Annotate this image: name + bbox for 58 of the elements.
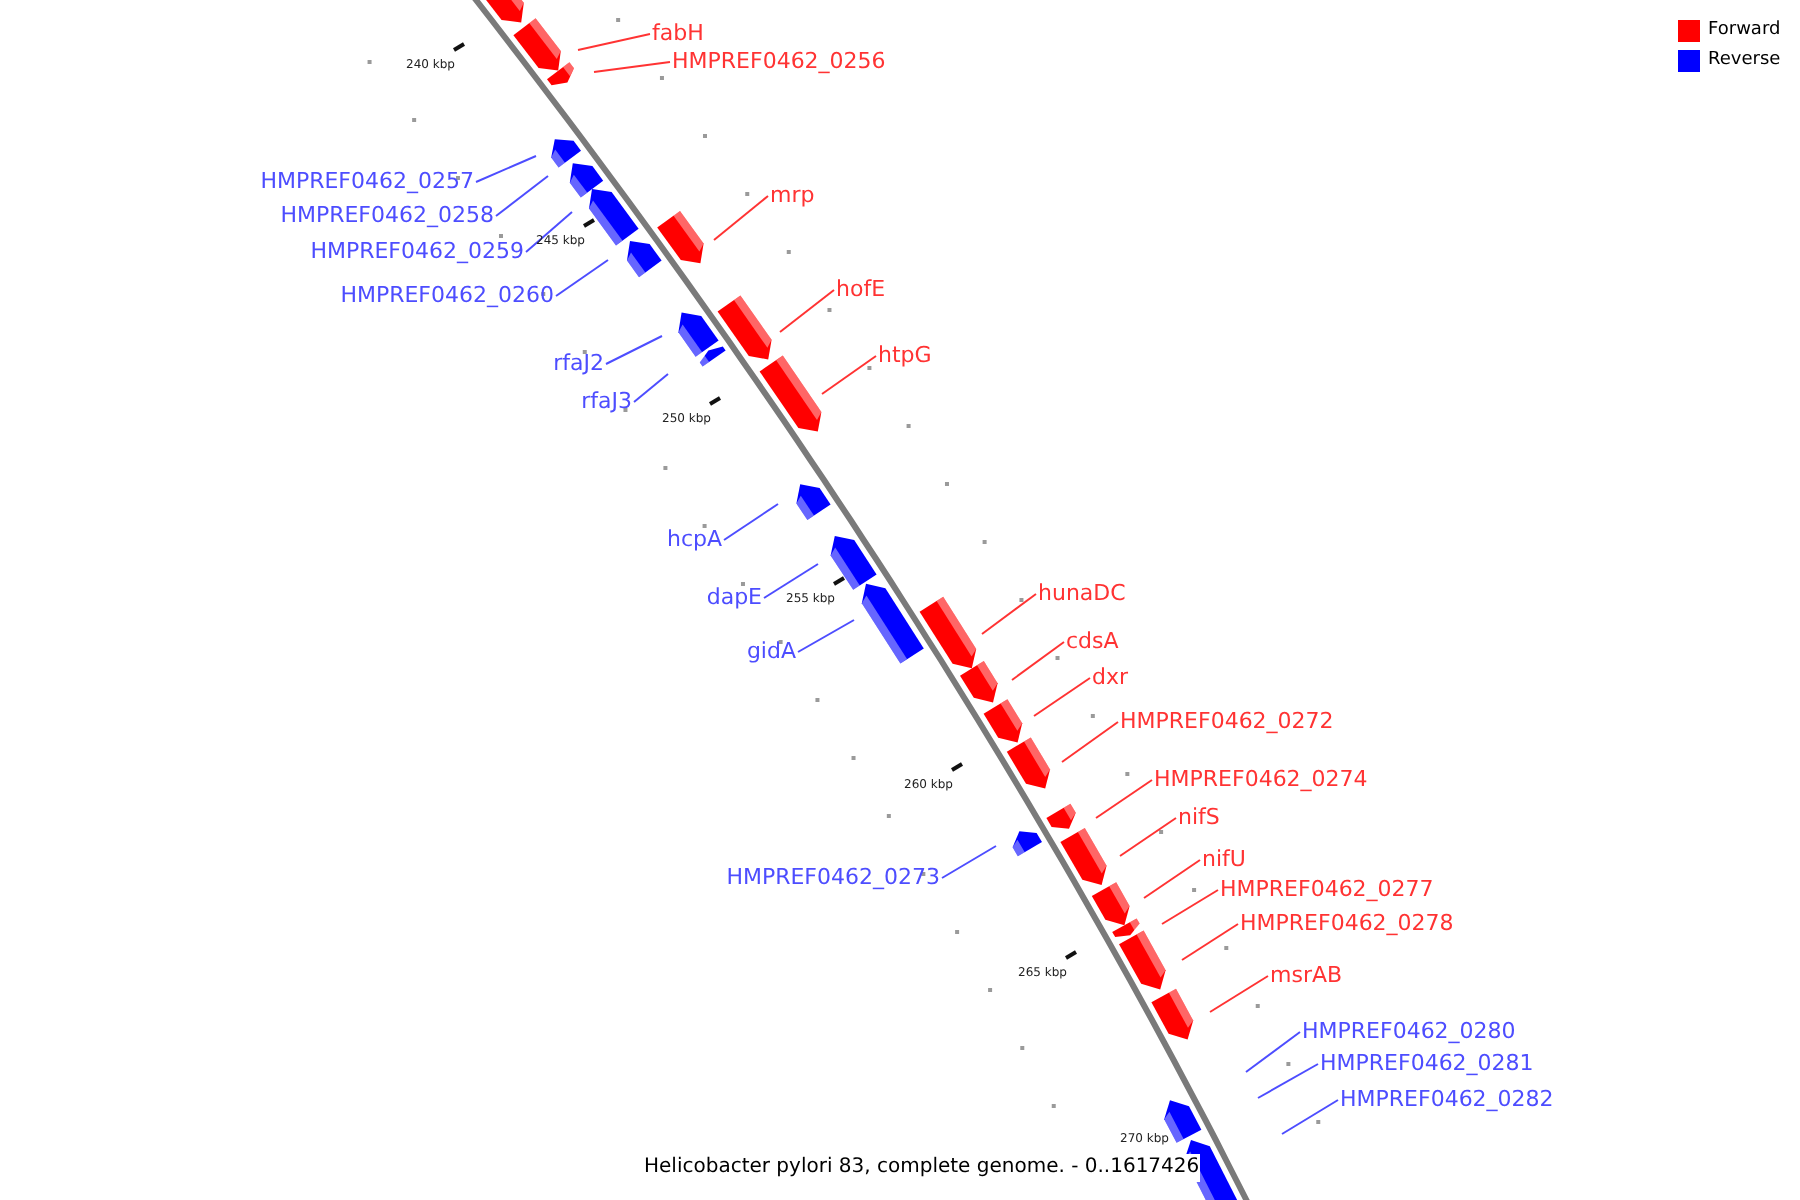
gene-label: nifU bbox=[1202, 844, 1246, 876]
gene-label: HMPREF0462_0282 bbox=[1340, 1084, 1554, 1116]
leader-line bbox=[1257, 1063, 1319, 1099]
leader-line bbox=[763, 563, 819, 599]
gene-label: HMPREF0462_0281 bbox=[1320, 1048, 1534, 1080]
gene-label: hunaDC bbox=[1038, 578, 1126, 610]
gene-label: HMPREF0462_0274 bbox=[1154, 764, 1368, 796]
gene-label: hcpA bbox=[666, 524, 722, 556]
leader-line bbox=[475, 155, 537, 183]
gene-label: htpG bbox=[878, 340, 932, 372]
gene-label: rfaJ2 bbox=[553, 348, 604, 380]
gene-label: HMPREF0462_0272 bbox=[1120, 706, 1334, 738]
gene-label: HMPREF0462_0260 bbox=[340, 280, 554, 312]
gene-label: HMPREF0462_0278 bbox=[1240, 908, 1454, 940]
leader-line bbox=[1209, 975, 1269, 1013]
leader-line bbox=[713, 195, 769, 241]
gene-label: HMPREF0462_0258 bbox=[280, 200, 494, 232]
leader-line bbox=[1181, 923, 1239, 961]
gene-label: HMPREF0462_0259 bbox=[310, 236, 524, 268]
gene-label: msrAB bbox=[1270, 960, 1343, 992]
leader-line bbox=[555, 259, 609, 297]
leader-line bbox=[981, 593, 1037, 635]
gene-label: HMPREF0462_0256 bbox=[672, 46, 886, 78]
legend-text: Forward bbox=[1708, 18, 1781, 42]
gene-label: cdsA bbox=[1066, 626, 1119, 658]
gene-label: HMPREF0462_0280 bbox=[1302, 1016, 1516, 1048]
legend-text: Reverse bbox=[1708, 48, 1781, 72]
leader-line bbox=[1161, 889, 1219, 925]
leader-line bbox=[1095, 779, 1153, 819]
leader-line bbox=[495, 175, 549, 217]
leader-line bbox=[1119, 817, 1177, 857]
gene-label: gidA bbox=[746, 636, 796, 668]
leader-line bbox=[1245, 1031, 1301, 1073]
leader-line bbox=[1281, 1099, 1339, 1135]
gene-label: fabH bbox=[652, 18, 704, 50]
gene-label: HMPREF0462_0257 bbox=[260, 166, 474, 198]
gene-label: hofE bbox=[836, 274, 886, 306]
gene-label: mrp bbox=[770, 180, 815, 212]
leader-line bbox=[779, 289, 835, 333]
leader-line bbox=[525, 211, 573, 253]
gene-label: HMPREF0462_0273 bbox=[726, 862, 940, 894]
leader-line bbox=[1033, 677, 1091, 717]
leader-line bbox=[1143, 859, 1201, 899]
gene-label: dxr bbox=[1092, 662, 1129, 694]
leader-line bbox=[941, 845, 997, 879]
leader-line bbox=[1011, 641, 1065, 681]
leader-line bbox=[797, 619, 855, 653]
gene-label: dapE bbox=[706, 582, 762, 614]
leader-line bbox=[821, 355, 877, 395]
gene-label: HMPREF0462_0277 bbox=[1220, 874, 1434, 906]
leader-line bbox=[1061, 721, 1119, 763]
gene-label: nifS bbox=[1178, 802, 1220, 834]
gene-label: rfaJ3 bbox=[581, 386, 632, 418]
leader-line bbox=[723, 503, 779, 541]
leader-line bbox=[605, 335, 663, 365]
leader-line bbox=[633, 373, 669, 403]
leader-line bbox=[577, 33, 651, 51]
leader-line bbox=[593, 61, 671, 73]
